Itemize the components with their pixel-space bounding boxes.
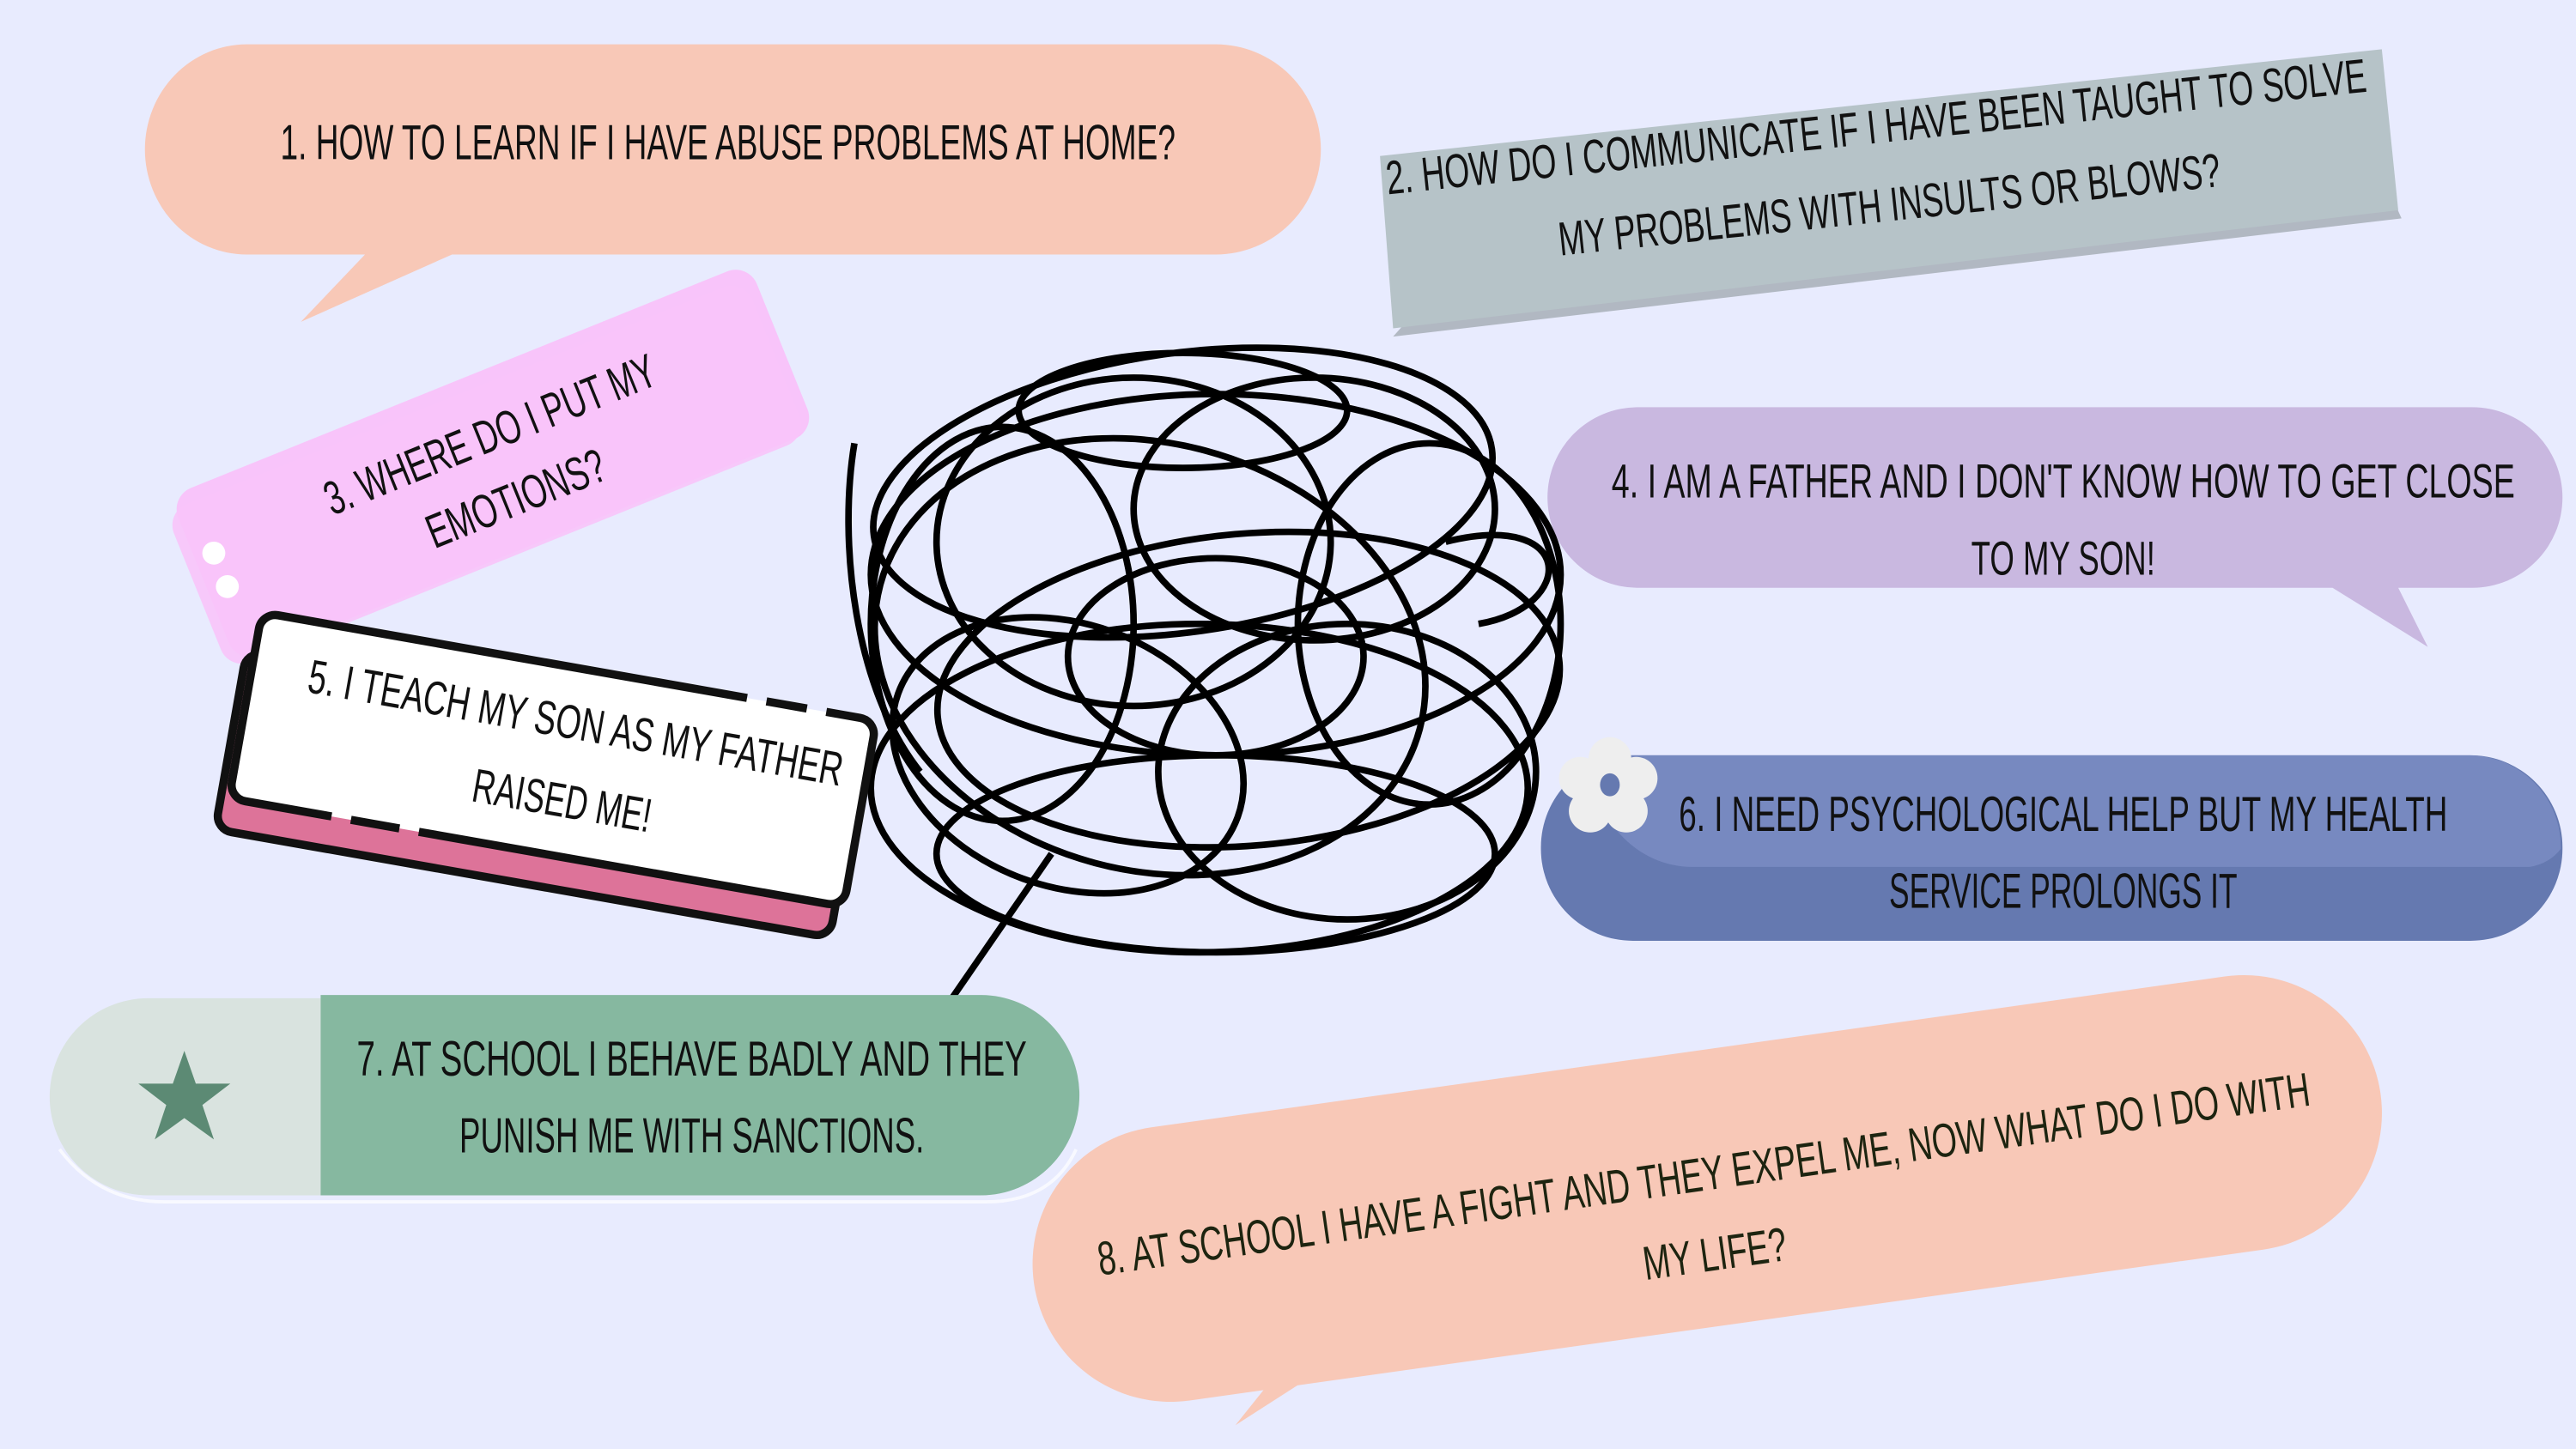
question-4-line-1: 4. I AM A FATHER AND I DON'T KNOW HOW TO…: [1612, 455, 2515, 508]
star-icon: [138, 1051, 231, 1140]
tangled-scribble: [845, 344, 1564, 1003]
question-1-line-1: 1. HOW TO LEARN IF I HAVE ABUSE PROBLEMS…: [281, 116, 1176, 171]
pill-note-7: 7. AT SCHOOL I BEHAVE BADLY AND THEY PUN…: [49, 995, 1080, 1204]
question-4-line-2: TO MY SON!: [1971, 531, 2155, 585]
speech-bubble-1: 1. HOW TO LEARN IF I HAVE ABUSE PROBLEMS…: [144, 44, 1321, 322]
question-6-line-1: 6. I NEED PSYCHOLOGICAL HELP BUT MY HEAL…: [1679, 787, 2447, 842]
speech-bubble-4: 4. I AM A FATHER AND I DON'T KNOW HOW TO…: [1547, 407, 2563, 647]
tag-note-3: 3. WHERE DO I PUT MY EMOTIONS?: [172, 270, 810, 664]
question-7-line-2: PUNISH ME WITH SANCTIONS.: [459, 1109, 924, 1164]
question-7-line-1: 7. AT SCHOOL I BEHAVE BADLY AND THEY: [357, 1032, 1027, 1087]
question-6-line-2: SERVICE PROLONGS IT: [1889, 864, 2237, 919]
flower-icon: [1558, 737, 1658, 833]
pill-note-6: 6. I NEED PSYCHOLOGICAL HELP BUT MY HEAL…: [1540, 737, 2563, 941]
